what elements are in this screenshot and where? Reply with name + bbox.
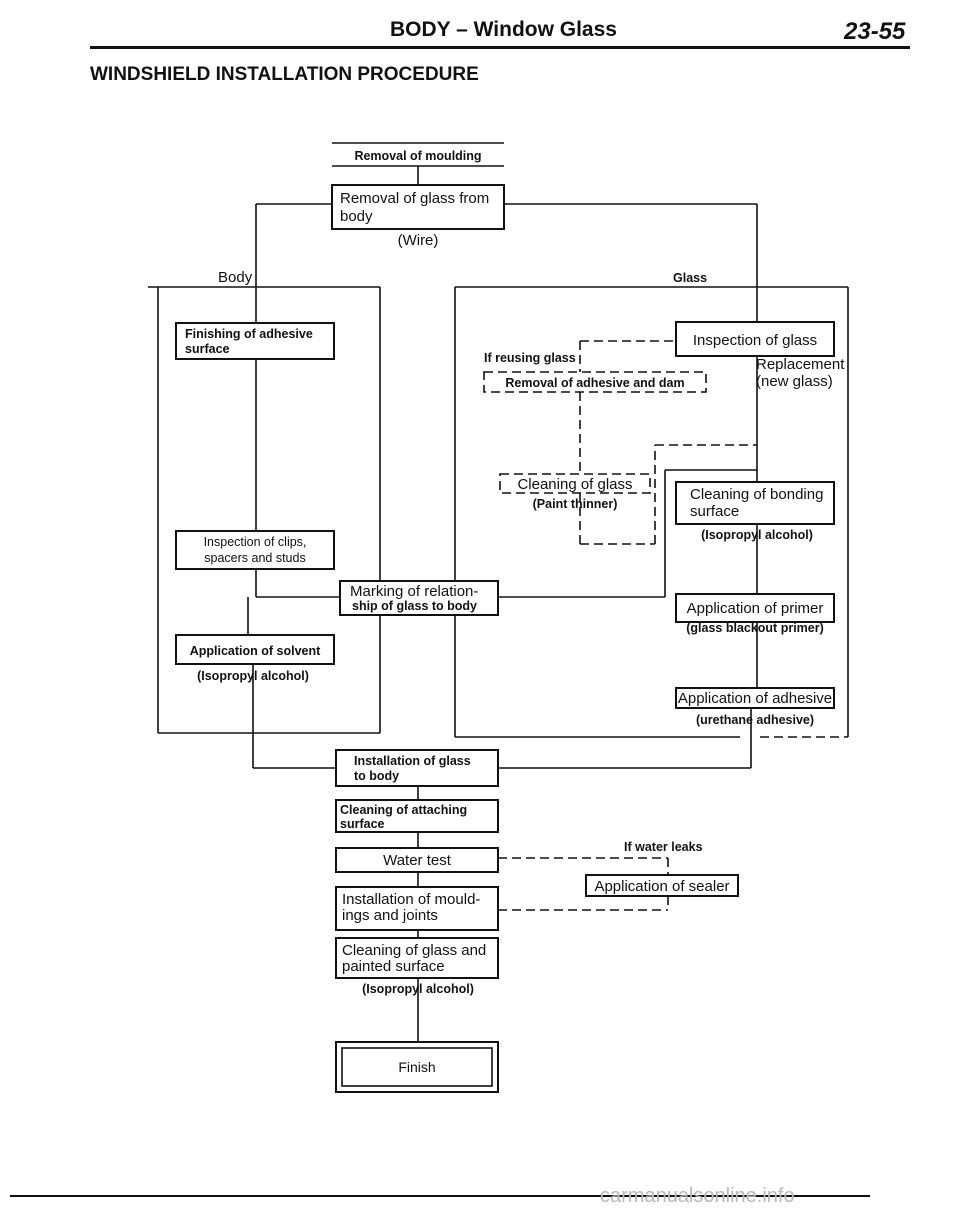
application-solvent-box: Application of solvent bbox=[175, 634, 335, 665]
watermark: carmanualsonline.info bbox=[600, 1185, 795, 1207]
removal-glass-box: Removal of glass from body bbox=[331, 184, 505, 230]
application-adhesive-box: Application of adhesive bbox=[675, 687, 835, 709]
header-rule bbox=[90, 46, 910, 49]
removal-adhesive-label: Removal of adhesive and dam bbox=[505, 376, 684, 390]
application-solvent-label: Application of solvent bbox=[190, 644, 321, 658]
removal-glass-line2: body bbox=[340, 208, 373, 225]
cleaning-bonding-line2: surface bbox=[690, 503, 739, 520]
isopropyl-note-final: (Isopropyl alcohol) bbox=[362, 982, 474, 996]
header-title: BODY – Window Glass bbox=[390, 18, 617, 41]
application-sealer-label: Application of sealer bbox=[594, 878, 729, 895]
removal-glass-line1: Removal of glass from bbox=[340, 190, 489, 207]
marking-line2: ship of glass to body bbox=[352, 599, 477, 613]
section-title: WINDSHIELD INSTALLATION PROCEDURE bbox=[90, 64, 479, 85]
glass-branch-label: Glass bbox=[673, 271, 707, 285]
application-adhesive-label: Application of adhesive bbox=[678, 690, 832, 707]
cleaning-attaching-line1: Cleaning of attaching bbox=[340, 803, 467, 817]
application-primer-label: Application of primer bbox=[687, 600, 824, 617]
if-water-leaks-note: If water leaks bbox=[624, 840, 703, 854]
cleaning-attaching-line2: surface bbox=[340, 817, 385, 831]
inspection-clips-box: Inspection of clips, spacers and studs bbox=[175, 530, 335, 570]
blackout-primer-note: (glass blackout primer) bbox=[686, 621, 824, 635]
cleaning-glass-label: Cleaning of glass bbox=[517, 476, 632, 493]
cleaning-attaching-box: Cleaning of attaching surface bbox=[335, 799, 499, 833]
inspection-clips-line2: spacers and studs bbox=[204, 551, 305, 565]
inspection-clips-line1: Inspection of clips, bbox=[204, 535, 307, 549]
application-primer-box: Application of primer bbox=[675, 593, 835, 623]
urethane-note: (urethane adhesive) bbox=[696, 713, 814, 727]
application-sealer-box: Application of sealer bbox=[585, 874, 739, 897]
finishing-line2: surface bbox=[185, 342, 230, 356]
cleaning-painted-line1: Cleaning of glass and bbox=[342, 942, 486, 959]
inspection-glass-box: Inspection of glass bbox=[675, 321, 835, 357]
page-number: 23-55 bbox=[844, 18, 906, 45]
cleaning-glass-box: Cleaning of glass bbox=[499, 473, 651, 494]
paint-thinner-note: (Paint thinner) bbox=[533, 497, 618, 511]
marking-relationship-box: Marking of relation- ship of glass to bo… bbox=[339, 580, 499, 616]
replacement-line2: (new glass) bbox=[756, 373, 833, 390]
finishing-adhesive-box: Finishing of adhesive surface bbox=[175, 322, 335, 360]
wire-note: (Wire) bbox=[398, 232, 439, 249]
cleaning-bonding-line1: Cleaning of bonding bbox=[690, 486, 823, 503]
removal-adhesive-box: Removal of adhesive and dam bbox=[483, 371, 707, 393]
installation-glass-line1: Installation of glass bbox=[354, 754, 471, 768]
isopropyl-note-glass: (Isopropyl alcohol) bbox=[701, 528, 813, 542]
finish-label: Finish bbox=[398, 1059, 435, 1075]
if-reusing-note: If reusing glass bbox=[484, 351, 576, 365]
finishing-line1: Finishing of adhesive bbox=[185, 327, 313, 341]
water-test-label: Water test bbox=[383, 852, 452, 869]
cleaning-painted-box: Cleaning of glass and painted surface bbox=[335, 937, 499, 979]
installation-mouldings-box: Installation of mould- ings and joints bbox=[335, 886, 499, 931]
installation-mould-line2: ings and joints bbox=[342, 907, 438, 924]
installation-glass-box: Installation of glass to body bbox=[335, 749, 499, 787]
bottom-rule bbox=[10, 1195, 870, 1197]
removal-moulding-label: Removal of moulding bbox=[354, 149, 481, 163]
body-branch-label: Body bbox=[218, 269, 253, 286]
installation-mould-line1: Installation of mould- bbox=[342, 891, 480, 908]
inspection-glass-label: Inspection of glass bbox=[693, 332, 817, 349]
cleaning-bonding-box: Cleaning of bonding surface bbox=[675, 481, 835, 525]
water-test-box: Water test bbox=[335, 847, 499, 873]
replacement-line1: Replacement bbox=[756, 356, 845, 373]
finish-box: Finish bbox=[335, 1041, 499, 1093]
marking-line1: Marking of relation- bbox=[350, 583, 478, 600]
installation-glass-line2: to body bbox=[354, 769, 399, 783]
isopropyl-note-body: (Isopropyl alcohol) bbox=[197, 669, 309, 683]
cleaning-painted-line2: painted surface bbox=[342, 958, 445, 975]
